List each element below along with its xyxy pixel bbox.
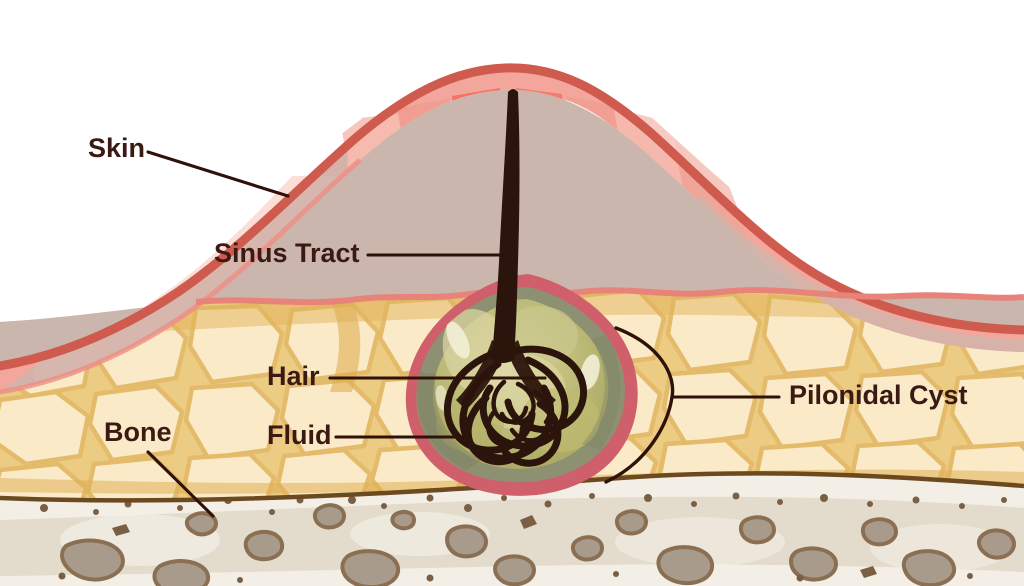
epidermis-outline [0,63,1024,371]
skin-leader-line [146,150,290,198]
bone-label: Bone [104,417,172,447]
skin-label: Skin [88,133,145,163]
dermis-lower-left [0,158,362,395]
label-sinus-tract[interactable]: Sinus Tract [214,238,510,268]
sinus-tract-label: Sinus Tract [214,238,360,268]
sinus-tract-channel [492,89,520,363]
label-hair[interactable]: Hair [267,361,547,391]
hair-nest-fine [461,379,552,448]
bone-layer [0,473,1024,586]
hair-nest [443,345,588,467]
label-group: Skin Sinus Tract Hair Fluid Bone Pilonid… [88,133,968,518]
dermis-fat-interface [195,287,1024,306]
hair-label: Hair [267,361,320,391]
label-fluid[interactable]: Fluid [267,420,472,450]
bone-leader-line [146,450,215,518]
pilonidal-cyst-label: Pilonidal Cyst [789,380,968,410]
label-skin[interactable]: Skin [88,133,290,198]
fluid-label: Fluid [267,420,331,450]
label-bone[interactable]: Bone [104,417,215,518]
label-pilonidal-cyst[interactable]: Pilonidal Cyst [604,326,968,484]
